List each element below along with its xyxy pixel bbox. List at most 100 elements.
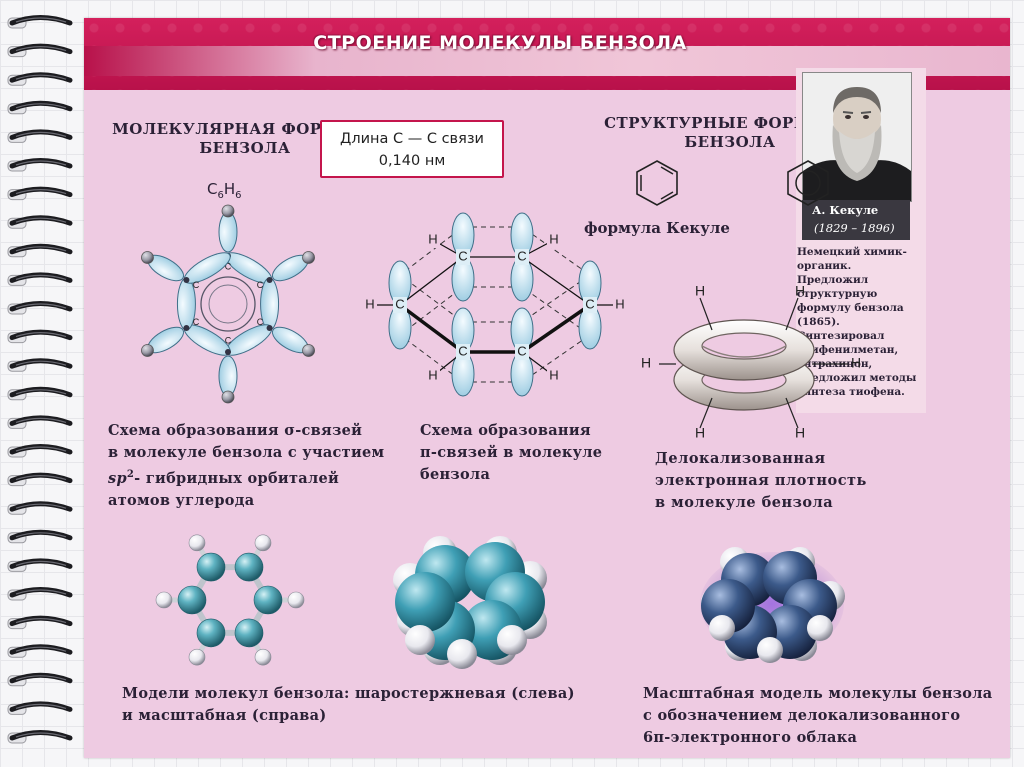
- hydrogen-label: H: [365, 296, 374, 311]
- sigma-caption-line1: Схема образования σ-связей: [108, 422, 363, 439]
- binding-ring-highlight: [15, 503, 67, 509]
- hydrogen-sphere: [709, 615, 735, 641]
- hydrogen-ball: [254, 648, 272, 666]
- sigma-caption-line3: sp2- гибридных орбиталей: [108, 469, 340, 487]
- binding-ring-highlight: [15, 274, 67, 280]
- deloc-caption-line1: Делокализованная: [655, 450, 826, 467]
- pi-sigma-bond: [398, 303, 465, 354]
- carbon-atom: [183, 277, 190, 283]
- carbon-atom: [183, 325, 190, 331]
- label-backdrop: [363, 297, 377, 313]
- binding-ring-highlight: [15, 389, 67, 395]
- hydrogen-label: H: [695, 283, 705, 299]
- bond-length-box: Длина С — С связи 0,140 нм: [320, 120, 504, 178]
- hydrogen-ball: [155, 591, 173, 609]
- hydrogen-label: H: [641, 355, 651, 371]
- scale-model-caption: Масштабная модель молекулы бензола с обо…: [643, 683, 1013, 749]
- binding-ring-highlight: [15, 732, 67, 738]
- portrait-illustration-icon: [803, 73, 911, 201]
- pi-sigma-bond: [521, 256, 591, 306]
- molecular-formula-heading: МОЛЕКУЛЯРНАЯ ФОРМУЛА БЕНЗОЛА: [90, 120, 400, 158]
- hydrogen-ball: [188, 648, 206, 666]
- hydrogen-label: H: [795, 283, 805, 299]
- molecular-formula-heading-line2: БЕНЗОЛА: [199, 139, 291, 157]
- carbon-atom: [266, 325, 273, 331]
- scale-caption-line2: с обозначением делокализованного: [643, 707, 961, 724]
- carbon-label: C: [257, 317, 264, 327]
- aromatic-ring-structure-icon: [787, 160, 829, 206]
- hydrogen-sphere: [757, 637, 783, 663]
- pi-bond-caption: Схема образования π-связей в молекуле бе…: [420, 420, 640, 486]
- deloc-caption-line2: электронная плотность: [655, 472, 867, 489]
- hydrogen-atom: [302, 344, 315, 357]
- hydrogen-label: H: [851, 355, 861, 371]
- structural-formulas-heading-line1: СТРУКТУРНЫЕ ФОРМУЛЫ: [604, 114, 856, 132]
- carbon-atom: [225, 349, 231, 355]
- label-backdrop: [393, 297, 407, 313]
- carbon-label: C: [193, 280, 200, 290]
- hydrogen-sphere: [447, 639, 477, 669]
- binding-ring-highlight: [15, 618, 67, 624]
- hydrogen-label: H: [615, 296, 624, 311]
- binding-ring-highlight: [15, 446, 67, 452]
- carbon-ball: [177, 585, 207, 615]
- hydrogen-ball: [188, 534, 206, 552]
- hydrogen-sphere: [807, 615, 833, 641]
- kekule-biography: Немецкий химик-органик. Предложил структ…: [797, 246, 917, 398]
- label-backdrop: [456, 249, 470, 265]
- carbon-ball: [234, 552, 264, 582]
- carbon-label: C: [225, 335, 232, 345]
- hydrogen-atom: [302, 251, 315, 264]
- models-caption: Модели молекул бензола: шаростержневая (…: [122, 683, 622, 727]
- label-backdrop: [456, 344, 470, 360]
- pi-sigma-bond: [521, 303, 591, 354]
- label-backdrop: [583, 297, 597, 313]
- sigma-ch-orbital: [218, 355, 238, 397]
- binding-ring-highlight: [15, 17, 67, 23]
- spiral-binding: [7, 15, 73, 744]
- pi-caption-line2: π-связей в молекуле: [420, 444, 603, 461]
- binding-ring-highlight: [15, 160, 67, 166]
- carbon-label: C: [458, 343, 467, 358]
- models-caption-line2: и масштабная (справа): [122, 707, 327, 724]
- carbon-label: C: [517, 248, 526, 263]
- binding-ring-highlight: [15, 46, 67, 52]
- binding-ring-highlight: [15, 675, 67, 681]
- sigma-caption-line4: атомов углерода: [108, 491, 255, 509]
- hydrogen-atom: [221, 204, 235, 218]
- carbon-ball: [196, 618, 226, 648]
- hydrogen-label: H: [549, 231, 558, 246]
- binding-ring-highlight: [15, 332, 67, 338]
- hydrogen-sphere: [405, 625, 435, 655]
- binding-ring-highlight: [15, 589, 67, 595]
- sigma-ch-orbital: [218, 211, 238, 253]
- hydrogen-label: H: [428, 231, 437, 246]
- sigma-inner-ring: [208, 284, 248, 324]
- binding-ring-highlight: [15, 360, 67, 366]
- carbon-atom: [266, 277, 273, 283]
- carbon-ball: [253, 585, 283, 615]
- sigma-bond-caption: Схема образования σ-связей в молекуле бе…: [108, 420, 408, 512]
- structural-formulas-heading-line2: БЕНЗОЛА: [684, 133, 776, 151]
- carbon-label: C: [225, 261, 232, 271]
- binding-ring-highlight: [15, 703, 67, 709]
- hydrogen-ball: [254, 534, 272, 552]
- scale-caption-line3: 6π-электронного облака: [643, 729, 858, 746]
- carbon-label: C: [517, 343, 526, 358]
- models-caption-line1: Модели молекул бензола: шаростержневая (…: [122, 685, 575, 702]
- hydrogen-atom: [141, 251, 154, 264]
- binding-ring-highlight: [15, 303, 67, 309]
- hydrogen-ball: [287, 591, 305, 609]
- scale-caption-line1: Масштабная модель молекулы бензола: [643, 685, 993, 702]
- hydrogen-atom: [141, 344, 154, 357]
- pi-sigma-bond: [399, 256, 464, 306]
- binding-ring-highlight: [15, 217, 67, 223]
- hydrogen-label: H: [695, 425, 705, 441]
- structural-formulas-heading: СТРУКТУРНЫЕ ФОРМУЛЫ БЕНЗОЛА: [580, 114, 880, 152]
- ball-and-stick-model: [155, 534, 305, 666]
- label-backdrop: [547, 232, 561, 248]
- binding-ring-highlight: [15, 189, 67, 195]
- space-filling-model: [393, 536, 547, 669]
